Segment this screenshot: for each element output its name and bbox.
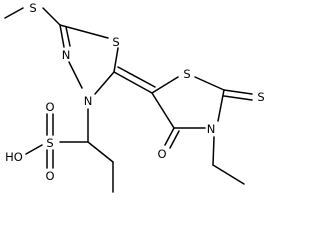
bond-c5p-s [151,76,179,94]
bond-c5-n4 [94,71,115,95]
bond-ch-ch2 [87,141,114,163]
chemical-structure-diagram: S N S N S S N O S O O HO [4,1,265,193]
bond-carbonyl-double-b [169,130,180,149]
bond-c4p-c5p [151,92,175,129]
bond-n-n [68,61,83,89]
atom-n-thiazolidine: N [207,122,216,136]
bond-s-oh [25,144,43,155]
bond-thioxo-double-b [223,95,253,101]
bond-exo-double-a [113,71,153,94]
bond-c2-sring [59,24,109,39]
bond-carbonyl-double-a [164,127,175,146]
atom-labels: S N S N S S N O S O O HO [5,1,265,183]
atom-s-methylthio: S [29,1,36,15]
bond-n3p-ch2 [212,136,215,166]
bond-methyl-s [4,7,24,19]
bond-thioxo-double-a [223,89,253,95]
atom-n-thiadiazole-4: N [84,94,93,108]
bond-lines [4,7,253,193]
bond-c2-n-double-b [65,26,71,47]
bond-s-c2p [194,76,225,91]
atom-o-carbonyl: O [157,147,166,161]
atom-s-thiazolidine-ring: S [183,67,190,81]
bond-c2-n-double-a [59,24,65,48]
atom-n-thiadiazole-3: N [62,48,71,62]
atom-s-sulfonate: S [46,136,53,150]
bond-sring-c5 [113,47,119,73]
atom-oh-group: HO [5,150,23,164]
atom-s-thiadiazole-ring: S [112,35,119,49]
atom-o-sulfonate-top: O [45,100,54,114]
atom-o-sulfonate-bottom: O [45,169,54,183]
bond-s-c2 [42,7,61,26]
bond-c2p-n3p [217,89,225,122]
atom-s-thioxo: S [257,90,264,104]
bond-exo-double-b [117,66,156,88]
bond-ch2-ch3 [212,164,245,185]
